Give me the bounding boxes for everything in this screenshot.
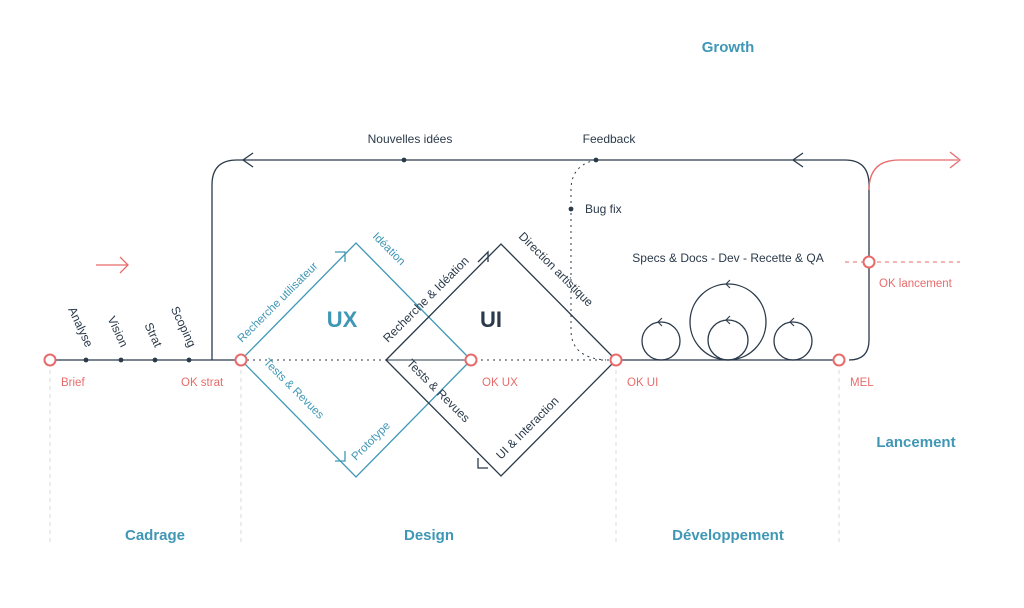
label-ok-lancement: OK lancement bbox=[879, 278, 953, 290]
phase-growth: Growth bbox=[702, 39, 755, 56]
ui-direction-label: Direction artistique bbox=[516, 229, 596, 309]
label-ok-ui: OK UI bbox=[627, 377, 658, 389]
ui-recherche-label: Recherche & Idéation bbox=[380, 254, 472, 346]
ux-prototype-label: Prototype bbox=[350, 420, 393, 463]
phase-cadrage: Cadrage bbox=[125, 527, 185, 544]
label-ok-ux: OK UX bbox=[482, 377, 518, 389]
milestone-ok-ux bbox=[464, 353, 478, 367]
label-mel: MEL bbox=[850, 377, 874, 389]
dev-cycles bbox=[641, 283, 813, 361]
nouvelles-idees-label: Nouvelles idées bbox=[368, 132, 453, 146]
label-ok-strat: OK strat bbox=[181, 377, 224, 389]
step-analyse: Analyse bbox=[65, 305, 96, 350]
ui-interaction-label: UI & Interaction bbox=[493, 394, 561, 462]
ux-title: UX bbox=[327, 307, 358, 332]
milestone-brief bbox=[43, 353, 57, 367]
cadrage-step-dots bbox=[83, 357, 192, 363]
phase-guides bbox=[49, 370, 840, 545]
ui-tests-label: Tests & Revues bbox=[404, 356, 473, 425]
nouvelles-idees-dot bbox=[401, 157, 407, 163]
milestones bbox=[43, 255, 876, 367]
cycle-arrow-icons bbox=[657, 279, 795, 327]
phase-developpement: Développement bbox=[672, 527, 784, 544]
ux-tests-label: Tests & Revues bbox=[261, 357, 326, 422]
bug-fix-path bbox=[570, 159, 607, 361]
step-scoping: Scoping bbox=[168, 304, 199, 349]
milestone-ok-ui bbox=[609, 353, 623, 367]
phase-lancement: Lancement bbox=[876, 434, 955, 451]
feedback-loop bbox=[211, 152, 870, 361]
label-brief: Brief bbox=[61, 377, 85, 389]
milestone-mel bbox=[832, 353, 846, 367]
milestone-ok-strat bbox=[234, 353, 248, 367]
bug-fix-dot bbox=[568, 206, 574, 212]
step-vision: Vision bbox=[105, 314, 131, 349]
phase-design: Design bbox=[404, 527, 454, 544]
step-strat: Strat bbox=[142, 320, 166, 349]
milestone-ok-lancement bbox=[862, 255, 876, 269]
ux-recherche-label: Recherche utilisateur bbox=[236, 260, 321, 345]
specs-label: Specs & Docs - Dev - Recette & QA bbox=[632, 251, 823, 265]
start-arrow-icon bbox=[96, 256, 129, 274]
bug-fix-label: Bug fix bbox=[585, 202, 622, 216]
ui-title: UI bbox=[480, 307, 502, 332]
feedback-label: Feedback bbox=[583, 132, 637, 146]
growth-arrow bbox=[868, 151, 962, 191]
